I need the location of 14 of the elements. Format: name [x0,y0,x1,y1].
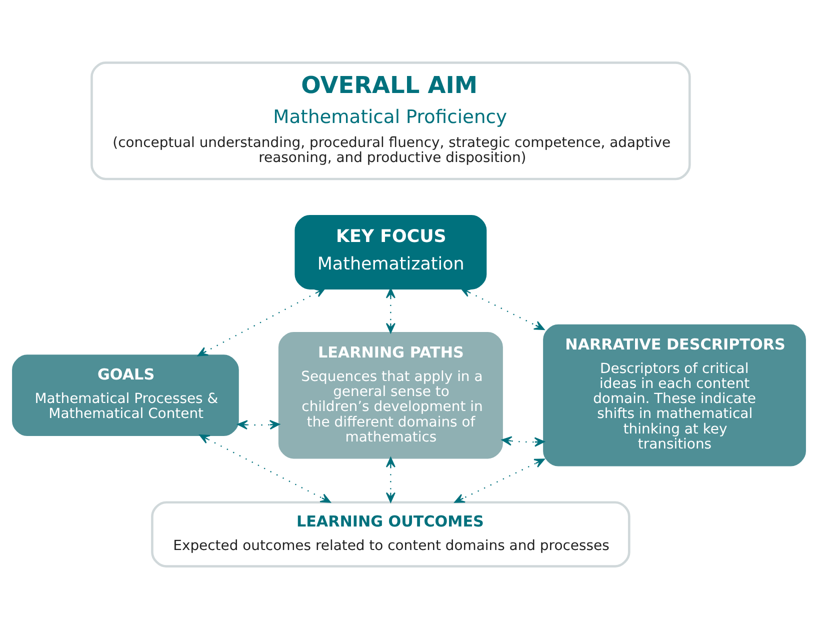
node-box: OVERALL AIM Mathematical Proficiency (conceptual understanding, procedural fluency, strategic competence, adaptive reasoning, and productive disposition) [90,62,691,180]
node-box: GOALS Mathematical Processes & Mathematical Content [12,354,239,436]
node-box: KEY FOCUS Mathematization [294,215,487,290]
node-box: LEARNING PATHS Sequences that apply in a general sense to children’s development in the different domains of mathematics [278,332,503,459]
arrow [237,420,280,430]
arrow [460,288,545,330]
node-box: NARRATIVE DESCRIPTORS Descriptors of critical ideas in each content domain. These indicate shifts in mathematical thinking at key transitions [543,324,806,466]
arrow [502,436,545,447]
arrow [197,288,326,356]
arrow [386,457,396,503]
arrow [454,458,545,503]
arrow [199,434,331,503]
arrow [386,288,396,334]
node-box: LEARNING OUTCOMES Expected outcomes related to content domains and processes [151,501,630,568]
